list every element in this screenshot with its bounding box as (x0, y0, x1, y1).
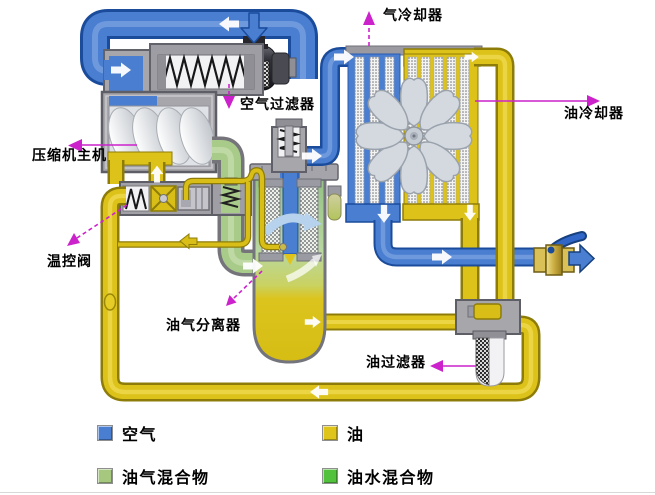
flow-swirl-icon (285, 258, 318, 283)
air-cooler-callout (363, 11, 375, 46)
separator-callout (226, 270, 263, 306)
thermo-spring-icon (125, 188, 147, 210)
separator-downcomer (282, 171, 299, 255)
thermo-valve-callout (67, 204, 128, 246)
oil-filter-label: 油过滤器 (366, 355, 426, 371)
oil-filter (455, 299, 521, 387)
thermo-valve-label: 温控阀 (47, 254, 92, 270)
oil-cooler-riser-pipe (474, 47, 515, 308)
separator-label: 油气分离器 (166, 318, 241, 334)
air-intake-arrow-icon (240, 12, 268, 44)
compressor-main-unit (100, 90, 218, 174)
legend-swatch-oil-water-mixture (322, 468, 338, 484)
outlet-ball-valve (533, 231, 596, 276)
legend-label-oil-gas-mixture: 油气混合物 (122, 468, 210, 487)
compressor-callout (68, 139, 137, 152)
fan-icon (355, 77, 473, 195)
oil-cooler-callout (475, 95, 600, 107)
legend-label-oil: 油 (347, 425, 365, 444)
legend-label-air: 空气 (122, 425, 158, 444)
check-valve-spring-icon (219, 186, 242, 208)
legend-item-oil-gas-mixture: 油气混合物 (97, 464, 210, 488)
air-outlet-arrow-icon (568, 243, 596, 274)
legend-item-oil: 油 (322, 421, 365, 445)
air-filter-end-cap (271, 52, 290, 85)
scavenge-nozzle (279, 243, 287, 251)
screw-rotors (108, 107, 215, 165)
pipe-union (103, 293, 117, 311)
oil-cooler-label: 油冷却器 (564, 106, 624, 122)
oil-filter-callout (430, 360, 476, 372)
air-filter-label: 空气过滤器 (240, 97, 315, 113)
drain-tube (327, 193, 342, 221)
regulator-spring-icon (161, 53, 249, 90)
legend-item-oil-water-mixture: 油水混合物 (322, 464, 435, 488)
air-outlet-pipe (373, 220, 542, 267)
legend-swatch-oil (322, 425, 338, 441)
oil-drip (284, 254, 296, 265)
scavenge-line (118, 167, 287, 251)
callouts (67, 11, 600, 372)
compressor-label: 压缩机主机 (32, 148, 107, 164)
discharge-pipe (207, 136, 259, 277)
air-cooler-label: 气冷却器 (383, 8, 443, 24)
legend-item-air: 空气 (97, 421, 157, 445)
bottom-divider (0, 492, 655, 493)
legend-swatch-air (97, 425, 113, 441)
legend-swatch-oil-gas-mixture (97, 468, 113, 484)
legend-label-oil-water-mixture: 油水混合物 (347, 468, 435, 487)
coolers (327, 45, 483, 308)
flow-arrow-icon (179, 232, 198, 250)
air-filter-callout (223, 84, 235, 109)
intake-air-pipe (80, 9, 318, 86)
